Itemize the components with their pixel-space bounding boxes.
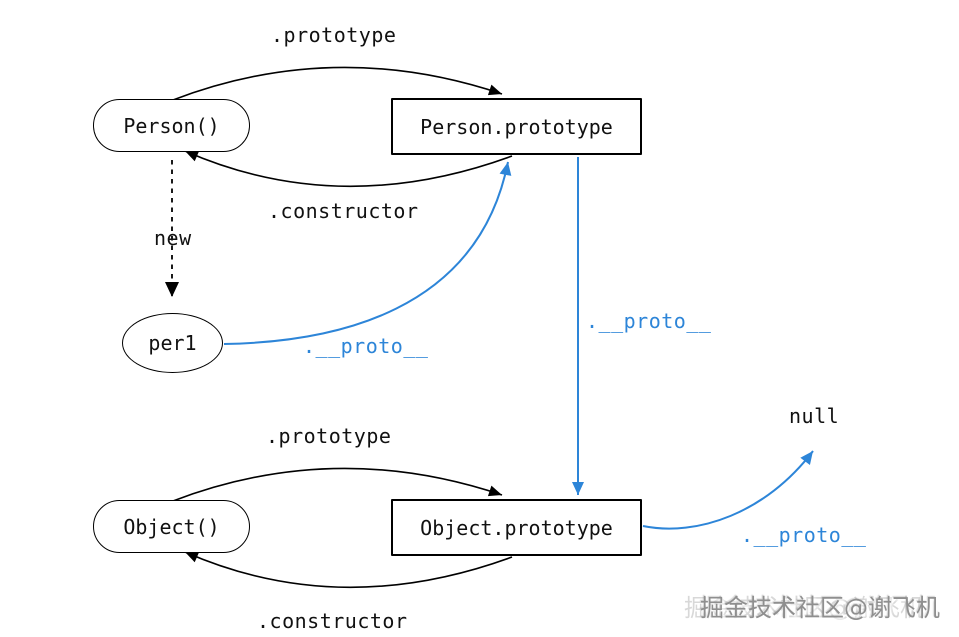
edge-prototype-bottom [172, 467, 503, 502]
label-constructor-bottom: .constructor [257, 609, 408, 633]
label-constructor-top: .constructor [268, 199, 419, 223]
watermark-text: 掘金技术社区@谢飞机 [700, 594, 940, 622]
edge-prototype-top [172, 66, 503, 101]
node-person-prototype: Person.prototype [391, 98, 642, 155]
watermark: 掘金技术社区@谢飞机 掘金技术社区@谢飞机 [640, 588, 950, 624]
label-proto-per1: .__proto__ [303, 334, 429, 358]
node-person-prototype-label: Person.prototype [420, 114, 613, 139]
label-prototype-bottom: .prototype [266, 424, 392, 448]
node-person-function-label: Person() [123, 113, 220, 138]
node-object-prototype: Object.prototype [391, 499, 642, 556]
edge-constructor-top [184, 150, 513, 188]
label-new: new [154, 226, 192, 250]
node-person-function: Person() [93, 99, 250, 152]
node-per1-instance: per1 [122, 313, 223, 373]
node-object-prototype-label: Object.prototype [420, 515, 613, 540]
label-proto-person-prototype: .__proto__ [586, 309, 712, 333]
node-null-terminal: null [789, 404, 840, 428]
node-object-function-label: Object() [123, 514, 220, 539]
edge-proto-object-prototype [642, 450, 814, 530]
label-proto-object-prototype: .__proto__ [741, 523, 867, 547]
edge-proto-per1 [223, 161, 512, 345]
label-prototype-top: .prototype [271, 23, 397, 47]
node-per1-label: per1 [148, 331, 197, 355]
edge-constructor-bottom [184, 551, 513, 589]
node-object-function: Object() [93, 500, 250, 553]
watermark-ghost-text: 掘金技术社区@谢飞机 [684, 594, 924, 622]
